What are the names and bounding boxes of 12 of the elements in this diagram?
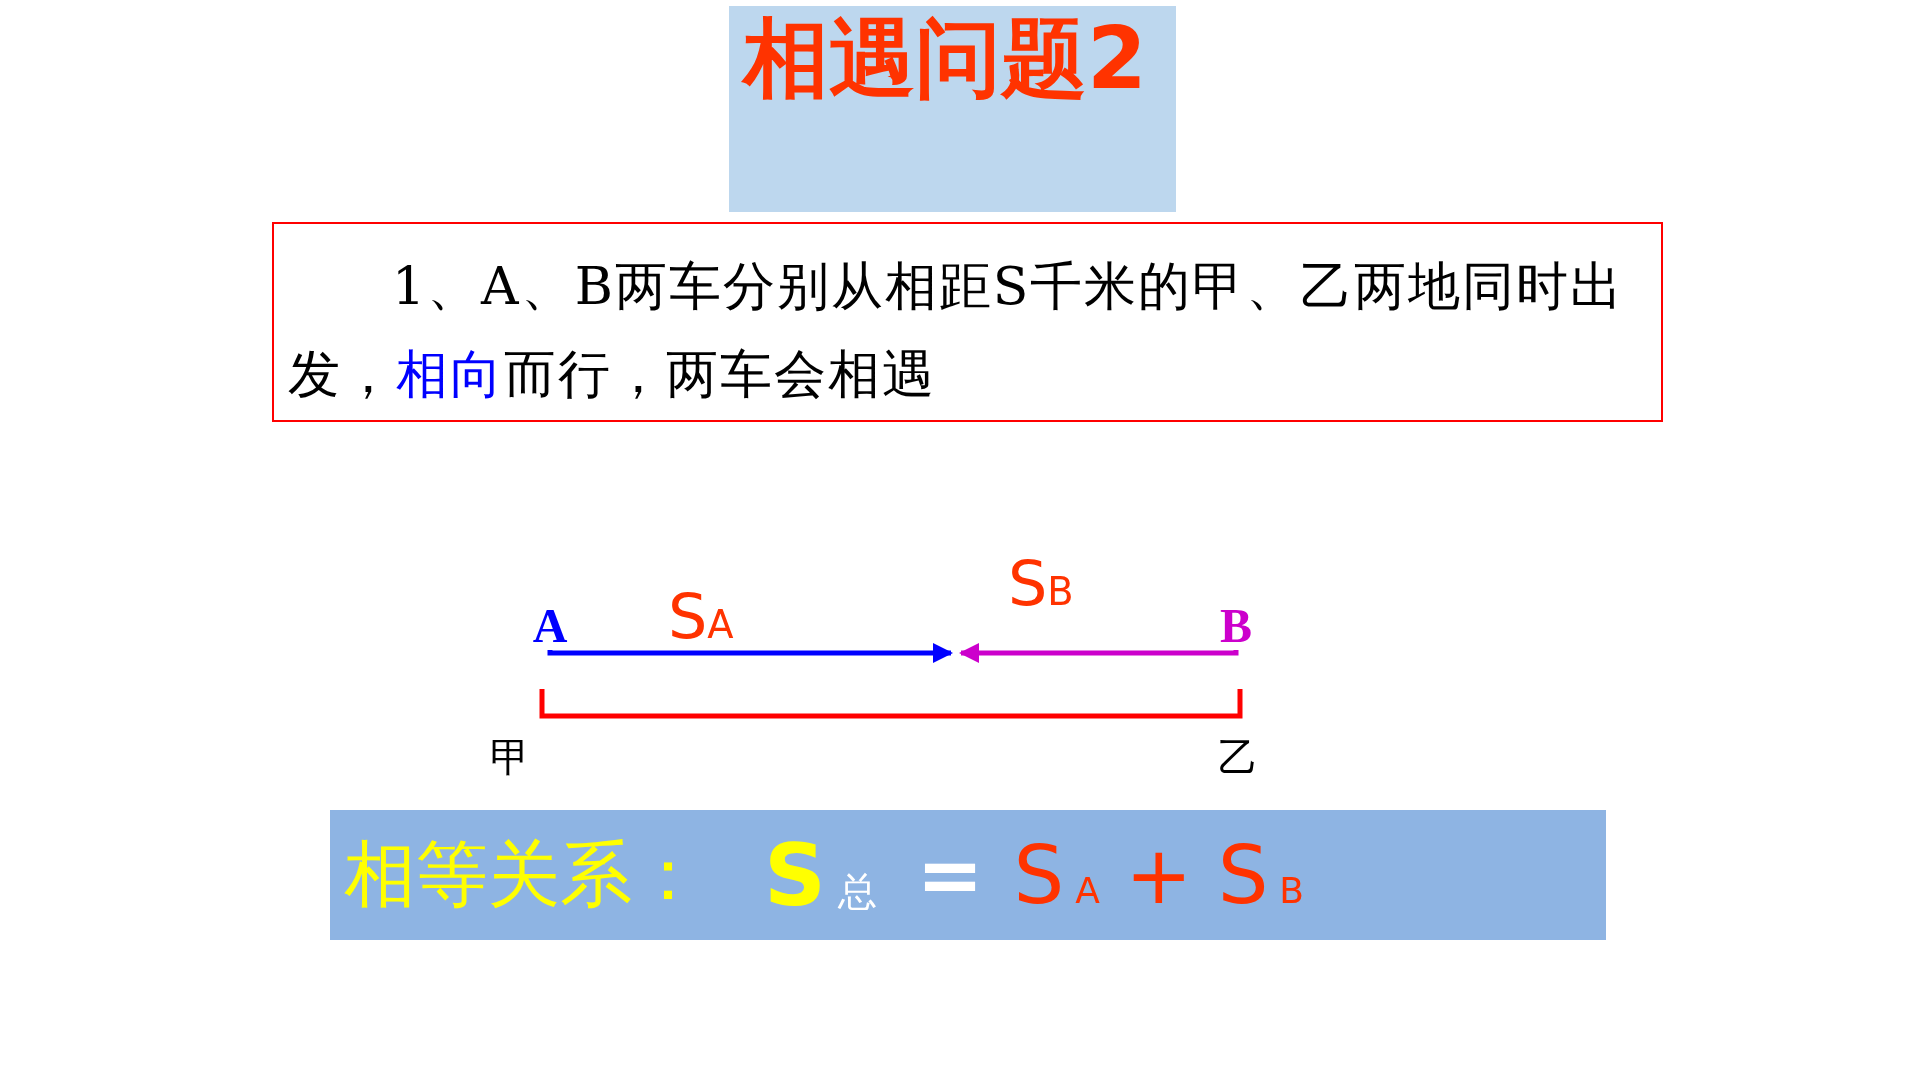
arrow <box>547 643 953 663</box>
equation-band <box>330 810 1606 940</box>
place-label: 甲 <box>490 733 530 782</box>
equation-text: = <box>916 828 984 922</box>
equation-text: 相等关系： <box>344 831 704 918</box>
problem-text: 1、A、B两车分别从相距S千米的甲、乙两地同时出发，相向而行，两车会相遇 <box>288 255 1626 406</box>
title: 相遇问题2 <box>729 6 1176 212</box>
place-label: 乙 <box>1218 733 1258 782</box>
arrow <box>959 643 1239 663</box>
problem-box <box>272 222 1663 422</box>
point-label: B <box>1215 570 1257 650</box>
point-label: A <box>530 590 570 650</box>
